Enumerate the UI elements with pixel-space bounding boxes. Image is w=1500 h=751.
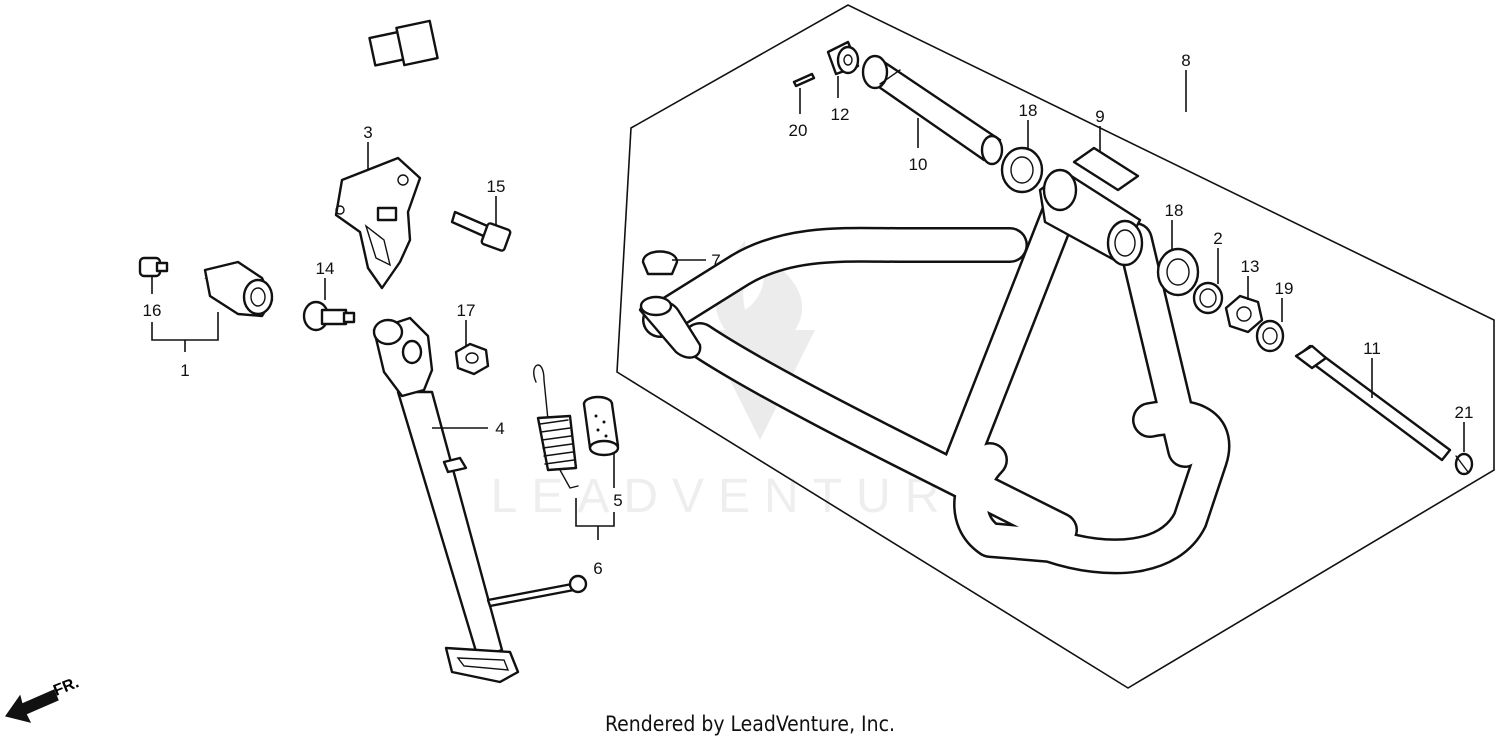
washer-2	[1192, 281, 1224, 315]
callout-21: 21	[1455, 403, 1474, 422]
nut-17	[454, 342, 490, 376]
cotter-pin-21	[1454, 452, 1474, 476]
side-stand-switch	[172, 19, 439, 318]
pivot-bolt-14	[302, 300, 356, 332]
spring-collar	[582, 395, 620, 457]
label-9	[1072, 146, 1140, 192]
switch-bracket	[334, 156, 422, 290]
assembly-8-boundary	[616, 4, 1495, 689]
pivot-bolt-11	[1294, 344, 1452, 462]
callout-8: 8	[1181, 51, 1190, 70]
callout-5: 5	[613, 491, 622, 510]
main-stand	[638, 168, 1231, 575]
callout-7: 7	[711, 251, 720, 270]
bearing-18-lower	[1156, 247, 1200, 297]
callout-10: 10	[909, 155, 928, 174]
callout-14: 14	[316, 259, 335, 278]
spring	[533, 364, 579, 489]
front-arrow-icon	[5, 689, 59, 723]
callout-17: 17	[457, 301, 476, 320]
nut-13	[1224, 294, 1264, 334]
callout-16: 16	[143, 301, 162, 320]
callout-2: 2	[1213, 229, 1222, 248]
callout-19: 19	[1275, 279, 1294, 298]
pivot-pipe-10	[861, 54, 1004, 166]
watermark-text: LEADVENTURE	[491, 470, 1000, 523]
front-label: FR.	[51, 674, 81, 699]
callout-1: 1	[180, 361, 189, 380]
end-cap-7	[641, 250, 679, 276]
callout-13: 13	[1241, 257, 1260, 276]
callout-4: 4	[495, 419, 504, 438]
callout-12: 12	[831, 105, 850, 124]
bearing-18-upper	[1000, 146, 1044, 194]
pin-20	[792, 72, 816, 88]
callout-6: 6	[593, 559, 602, 578]
bolt-15	[450, 210, 512, 252]
callout-18-upper: 18	[1019, 101, 1038, 120]
callout-numbers: 1 2 3 4 5 6 7 8 9 10 11 12 13 14 15 16 1…	[143, 51, 1474, 578]
bolt-16	[138, 256, 169, 278]
leader-lines	[151, 70, 1465, 540]
callout-11: 11	[1363, 339, 1381, 358]
callout-20: 20	[789, 121, 808, 140]
credit-line: Rendered by LeadVenture, Inc.	[605, 712, 895, 736]
callout-3: 3	[363, 123, 372, 142]
callout-18-lower: 18	[1165, 201, 1184, 220]
side-stand	[372, 316, 588, 684]
callout-9: 9	[1095, 107, 1104, 126]
callout-15: 15	[487, 177, 506, 196]
washer-19	[1255, 319, 1285, 353]
collar-12	[826, 40, 860, 76]
